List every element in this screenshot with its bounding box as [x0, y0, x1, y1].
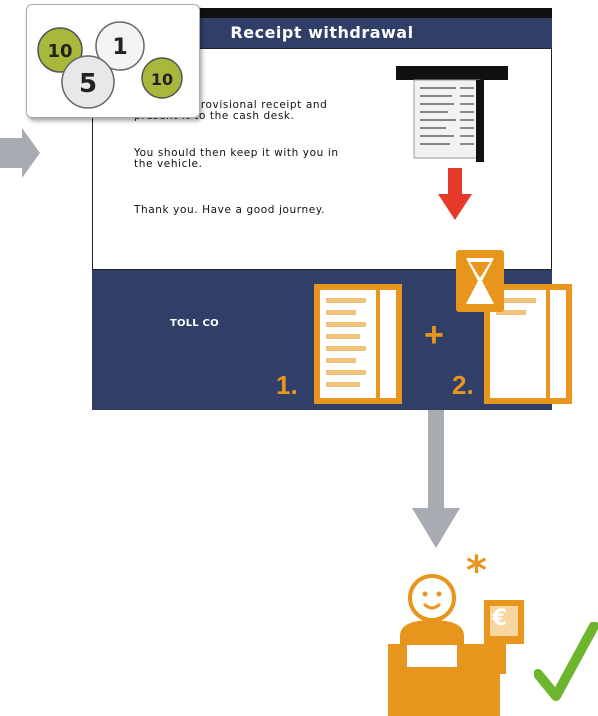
- coin-10-a: 10: [47, 41, 72, 62]
- coin-10-b: 10: [151, 70, 173, 89]
- hourglass-icon: [456, 250, 504, 312]
- receipt-1-icon: [314, 284, 402, 404]
- checkmark-icon: [534, 622, 598, 701]
- step-1-label: 1.: [276, 370, 298, 400]
- message-keep-receipt: You should then keep it with you in the …: [134, 147, 339, 170]
- message-thank-you: Thank you. Have a good journey.: [134, 204, 326, 216]
- coins-icon: 10 1 5 10: [37, 21, 183, 109]
- step-2-label: 2.: [452, 370, 474, 400]
- screen-top-strip: [92, 8, 552, 18]
- message-take-receipt: Take your provisional receipt and presen…: [134, 99, 328, 122]
- left-flow-arrow-icon: [0, 128, 40, 178]
- receipt-slot-icon: [396, 66, 508, 162]
- cashier-asterisk: *: [466, 548, 487, 594]
- screen-title: Receipt withdrawal: [230, 23, 414, 42]
- down-flow-arrow-icon: [412, 410, 460, 548]
- toll-label: TOLL CO: [170, 318, 219, 329]
- cashier-desk-icon: [388, 574, 524, 716]
- coin-5: 5: [79, 69, 97, 99]
- coin-1: 1: [112, 35, 127, 60]
- red-down-arrow-icon: [438, 168, 472, 220]
- plus-sign: +: [424, 316, 444, 354]
- cashier-sign-label: €: [492, 606, 508, 631]
